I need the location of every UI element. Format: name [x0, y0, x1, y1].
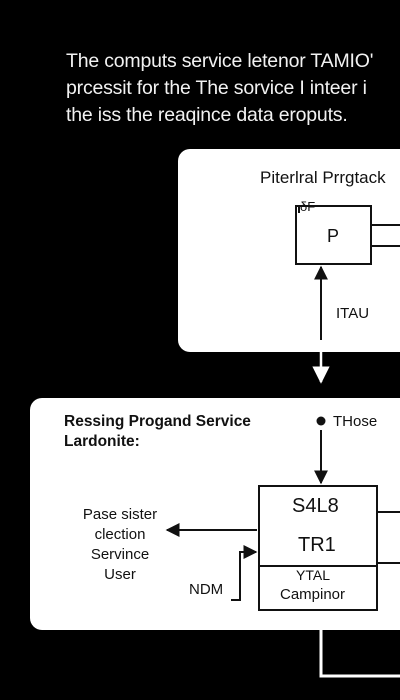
- bottom-exit-line: [319, 630, 400, 678]
- process-box-bottom-label-2: Campinor: [280, 586, 346, 603]
- process-box-right-lines: [377, 511, 400, 564]
- left-output-label-line-3: Servince: [90, 546, 150, 563]
- p-box-tag-tick: [298, 205, 306, 213]
- intro-line-2: prcessit for the The sorvice I inteer i: [66, 77, 367, 99]
- intro-line-3: the iss the reaqince data eroputs.: [66, 104, 348, 126]
- ndm-input-arrow: [231, 545, 258, 601]
- p-box-side-lines: [371, 224, 400, 247]
- left-output-label-line-2: clection: [94, 526, 146, 543]
- intro-line-1: The computs service letenor TAMIO': [66, 50, 374, 72]
- p-box: [295, 205, 372, 265]
- top-panel-title: Piterlral Prrgtack: [260, 168, 386, 187]
- process-box-bottom-label-1: YTAL: [296, 567, 330, 583]
- bottom-panel-title-line-2: Lardonite:: [64, 433, 140, 450]
- p-box-tag: δF: [300, 199, 316, 214]
- left-output-label-line-4: User: [104, 566, 136, 583]
- process-box-middle-label: TR1: [298, 534, 336, 556]
- left-output-label: Pase sister clection Servince User: [68, 505, 172, 585]
- those-bullet-dot: [316, 416, 326, 426]
- left-output-label-line-1: Pase sister: [82, 506, 158, 523]
- those-label-text: THose: [333, 413, 378, 430]
- intro-paragraph: The computs service letenor TAMIO' prces…: [66, 48, 400, 129]
- p-box-label: P: [327, 226, 340, 246]
- process-box-top-label: S4L8: [292, 495, 339, 517]
- ndm-label: NDM: [189, 581, 224, 598]
- bottom-panel-title: Ressing Progand Service Lardonite:: [64, 412, 251, 452]
- process-box: [258, 485, 378, 611]
- itau-label: ITAU: [336, 305, 370, 322]
- bottom-panel-title-line-1: Ressing Progand Service: [64, 413, 251, 430]
- those-label: THose: [333, 413, 377, 430]
